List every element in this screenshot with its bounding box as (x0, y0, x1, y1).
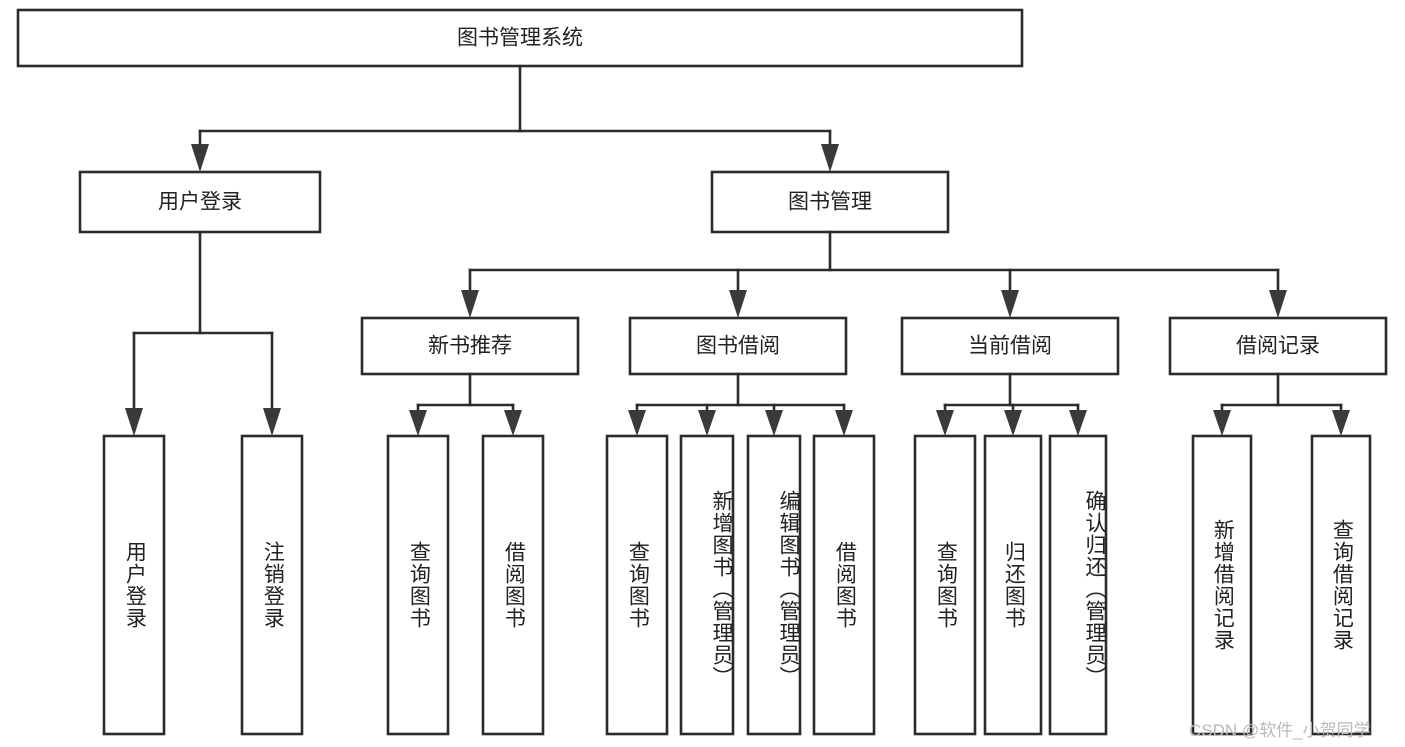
node-box-leaf-borrow-book-rec[interactable] (481, 434, 545, 736)
arrow-head-leaf-return-book (1004, 410, 1022, 436)
node-box-leaf-logout[interactable] (240, 434, 304, 736)
arrow-head-leaf-query-book-borrow (628, 410, 646, 436)
arrow-head-user-login (191, 144, 209, 172)
arrow-head-leaf-query-book-cur (936, 410, 954, 436)
node-box-book-borrow[interactable] (628, 316, 848, 376)
arrow-head-book-borrow (729, 290, 747, 318)
node-box-leaf-add-book[interactable] (679, 434, 735, 736)
node-box-book-manage[interactable] (710, 170, 950, 234)
arrow-head-leaf-confirm-return (1069, 410, 1087, 436)
node-box-leaf-query-borrow-record[interactable] (1310, 434, 1372, 736)
arrow-head-new-book-recommend (461, 290, 479, 318)
node-label-root: 图书管理系统 (457, 27, 583, 50)
node-box-leaf-return-book[interactable] (983, 434, 1043, 736)
arrow-head-current-borrow (1001, 290, 1019, 318)
node-box-leaf-query-book-rec[interactable] (386, 434, 450, 736)
node-box-current-borrow[interactable] (900, 316, 1120, 376)
arrow-head-leaf-query-book-rec (409, 410, 427, 436)
node-box-new-book-recommend[interactable] (360, 316, 580, 376)
arrow-head-leaf-query-borrow-record (1332, 410, 1350, 436)
arrow-head-leaf-add-borrow-record (1213, 410, 1231, 436)
node-label-new-book-recommend: 新书推荐 (428, 335, 512, 358)
node-box-leaf-query-book-cur[interactable] (913, 434, 977, 736)
node-box-borrow-record[interactable] (1168, 316, 1388, 376)
arrow-head-leaf-borrow-book-rec (504, 410, 522, 436)
node-label-borrow-record: 借阅记录 (1236, 335, 1320, 358)
arrow-head-book-manage (821, 144, 839, 172)
node-label-user-login: 用户登录 (158, 191, 242, 214)
arrow-head-leaf-edit-book (765, 410, 783, 436)
node-label-current-borrow: 当前借阅 (968, 335, 1052, 358)
node-label-book-manage: 图书管理 (788, 191, 872, 214)
node-box-leaf-add-borrow-record[interactable] (1191, 434, 1253, 736)
node-box-root[interactable] (16, 8, 1024, 68)
arrow-head-leaf-add-book (698, 410, 716, 436)
node-box-leaf-edit-book[interactable] (746, 434, 802, 736)
arrow-head-leaf-user-login (125, 408, 143, 436)
node-box-leaf-confirm-return[interactable] (1048, 434, 1108, 736)
arrow-head-leaf-logout (263, 408, 281, 436)
node-box-leaf-user-login[interactable] (102, 434, 166, 736)
node-box-leaf-query-book-borrow[interactable] (605, 434, 669, 736)
arrow-head-leaf-borrow-book (835, 410, 853, 436)
node-label-book-borrow: 图书借阅 (696, 335, 780, 358)
node-box-leaf-borrow-book[interactable] (812, 434, 876, 736)
arrow-head-borrow-record (1269, 290, 1287, 318)
csdn-watermark: CSDN @软件_小贺同学 (1189, 721, 1371, 740)
